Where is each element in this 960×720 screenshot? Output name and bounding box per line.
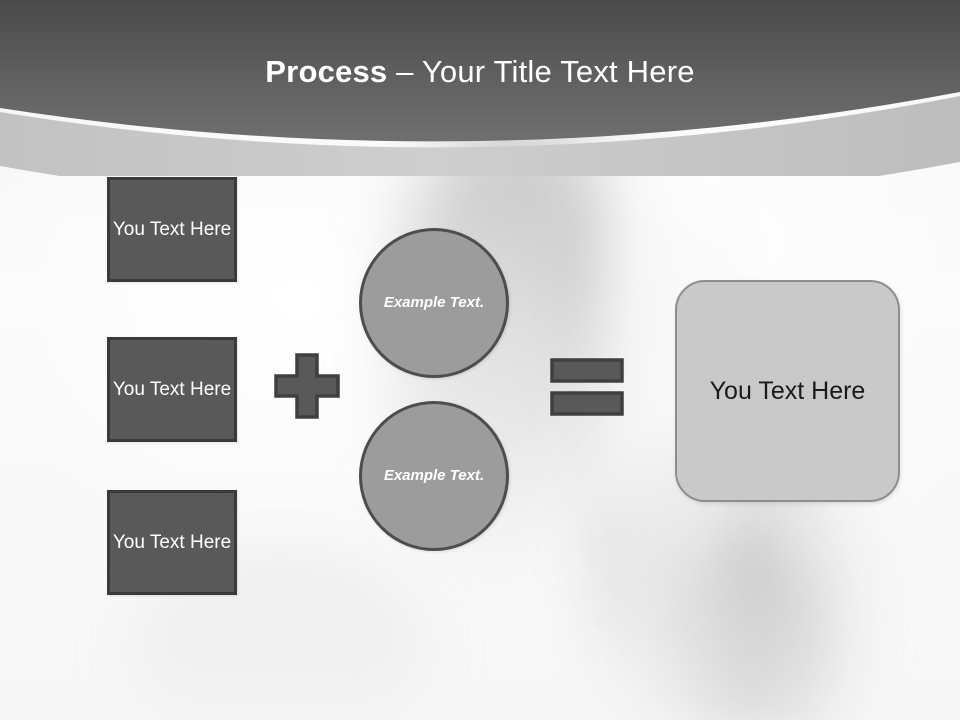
slide-title-bold: Process xyxy=(265,54,388,89)
circle-node-1[interactable]: Example Text. xyxy=(359,228,509,378)
slide-title-rest: Your Title Text Here xyxy=(421,54,695,89)
result-box[interactable]: You Text Here xyxy=(675,280,900,502)
header-banner xyxy=(0,0,960,176)
input-box-2-label: You Text Here xyxy=(112,379,232,400)
circle-node-1-label: Example Text. xyxy=(383,294,485,311)
equals-icon xyxy=(550,358,624,416)
plus-icon xyxy=(274,353,340,419)
circle-node-2-label: Example Text. xyxy=(383,467,485,484)
input-box-1-label: You Text Here xyxy=(112,219,232,240)
input-box-1[interactable]: You Text Here xyxy=(107,177,237,282)
input-box-2[interactable]: You Text Here xyxy=(107,337,237,442)
input-box-3-label: You Text Here xyxy=(112,532,232,553)
circle-node-2[interactable]: Example Text. xyxy=(359,401,509,551)
slide-title: Process – Your Title Text Here xyxy=(0,52,960,92)
input-box-3[interactable]: You Text Here xyxy=(107,490,237,595)
slide-title-separator: – xyxy=(387,54,422,89)
result-box-label: You Text Here xyxy=(709,376,866,405)
